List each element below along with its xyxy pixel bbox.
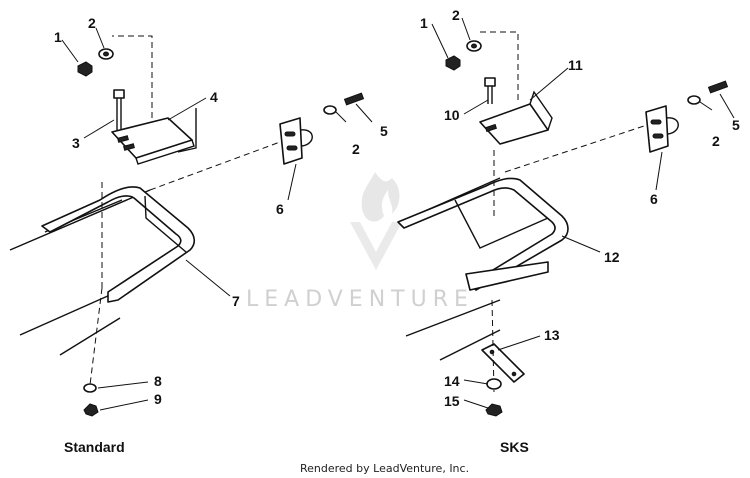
- leader-8: [97, 381, 149, 389]
- callout-2b: 2: [352, 141, 360, 157]
- leader-5: [355, 103, 373, 123]
- bumper-part-12-floor: [454, 199, 549, 249]
- sks-bolt-part-5: [707, 80, 729, 94]
- sks-leader-2: [461, 17, 471, 41]
- washer-part-14: [486, 378, 502, 390]
- caption-standard: Standard: [64, 439, 125, 455]
- sks-callout-2: 2: [452, 7, 460, 23]
- nut-part-9: [83, 403, 99, 417]
- callout-10: 10: [444, 107, 460, 123]
- sks-leader-14: [463, 379, 489, 385]
- sks-leader-6: [655, 151, 663, 191]
- plate-slot: [117, 135, 129, 143]
- sks-centerline-bolt-6: [504, 123, 651, 173]
- callout-13: 13: [544, 327, 560, 343]
- leader-7: [185, 259, 231, 297]
- watermark-flame-icon: [350, 172, 402, 270]
- sks-leader-5: [719, 93, 735, 119]
- sks-leader-15: [463, 399, 489, 409]
- leader-4: [167, 97, 207, 121]
- bolt-part-10: [484, 77, 496, 104]
- washer-part-8: [83, 383, 97, 393]
- callout-4: 4: [210, 89, 218, 105]
- callout-14: 14: [444, 373, 460, 389]
- callout-12: 12: [604, 249, 620, 265]
- frame-rail-lower: [19, 294, 111, 336]
- nut-part-1: [77, 61, 93, 77]
- frame-rail-upper: [9, 189, 151, 251]
- callout-1: 1: [54, 29, 62, 45]
- leader-2b: [335, 111, 347, 123]
- callout-2: 2: [88, 15, 96, 31]
- sks-leader-10: [463, 99, 489, 115]
- callout-11: 11: [568, 57, 583, 73]
- plate-bracket-line: [177, 108, 197, 153]
- sks-hitch-hook: [665, 117, 679, 135]
- sks-view: 1 2 11 10 5 2 6 12 13 14 15 SKS: [397, 7, 740, 455]
- leader-2: [95, 27, 105, 49]
- watermark-text: LEADVENTURE: [246, 287, 474, 312]
- sks-frame-rail-lower: [405, 299, 501, 337]
- bracket-part-11: [479, 103, 549, 145]
- callout-3: 3: [72, 135, 80, 151]
- hitch-slot: [284, 131, 296, 137]
- bumper-part-12-lower: [465, 261, 549, 291]
- sks-leader-2b: [699, 101, 713, 111]
- sks-leader-11: [529, 67, 569, 101]
- callout-15: 15: [444, 393, 460, 409]
- sks-washer-part-2b: [687, 95, 701, 105]
- hitch-part-6: [279, 117, 303, 165]
- sks-frame-rail-lower-2: [439, 329, 501, 361]
- bolt-part-5: [343, 92, 365, 106]
- sks-hitch-slot: [650, 119, 662, 125]
- callout-9: 9: [154, 391, 162, 407]
- leader-1: [61, 39, 79, 63]
- centerline-bottom-2: [89, 287, 103, 386]
- sks-nut-part-1: [445, 55, 461, 71]
- plate-part-4-flange: [135, 139, 195, 165]
- leader-9: [99, 399, 149, 411]
- callout-7: 7: [232, 293, 240, 309]
- sks-callout-6: 6: [650, 191, 658, 207]
- callout-8: 8: [154, 373, 162, 389]
- sks-centerline-bottom: [491, 299, 495, 393]
- bumper-part-7: [41, 186, 196, 303]
- sks-leader-13: [497, 335, 541, 351]
- standard-view: 1 2 3 4 5 2 6 7 8 9 Standard: [9, 15, 388, 455]
- leader-3: [83, 119, 115, 139]
- bolt-part-3: [113, 89, 125, 130]
- hitch-part-6-hook: [299, 129, 313, 147]
- caption-sks: SKS: [500, 439, 529, 455]
- plate-slot: [123, 143, 135, 151]
- bracket-slot: [484, 123, 498, 133]
- frame-rail-lower-2: [59, 317, 121, 356]
- sks-hitch-part-6: [645, 105, 669, 153]
- sks-callout-1: 1: [420, 15, 428, 31]
- credit-text: Rendered by LeadVenture, Inc.: [300, 462, 469, 475]
- sks-hitch-slot: [652, 133, 664, 139]
- washer-part-2b: [323, 105, 337, 115]
- sks-callout-2b: 2: [712, 133, 720, 149]
- leader-6: [287, 163, 297, 201]
- centerline-nut: [112, 35, 153, 118]
- sks-leader-1: [431, 23, 449, 59]
- sks-callout-5: 5: [732, 117, 740, 133]
- washer-hole: [103, 51, 109, 57]
- callout-5: 5: [380, 123, 388, 139]
- support-hole: [511, 371, 517, 377]
- callout-6: 6: [276, 201, 284, 217]
- centerline-bolt-6: [149, 141, 281, 191]
- sks-leader-12: [561, 235, 601, 253]
- support-part-13: [481, 343, 525, 383]
- hitch-slot: [286, 145, 298, 151]
- sks-washer-hole: [471, 43, 477, 49]
- nut-part-15: [485, 403, 503, 417]
- sks-centerline-nut: [478, 31, 519, 100]
- bumper-part-7-edge: [144, 195, 187, 253]
